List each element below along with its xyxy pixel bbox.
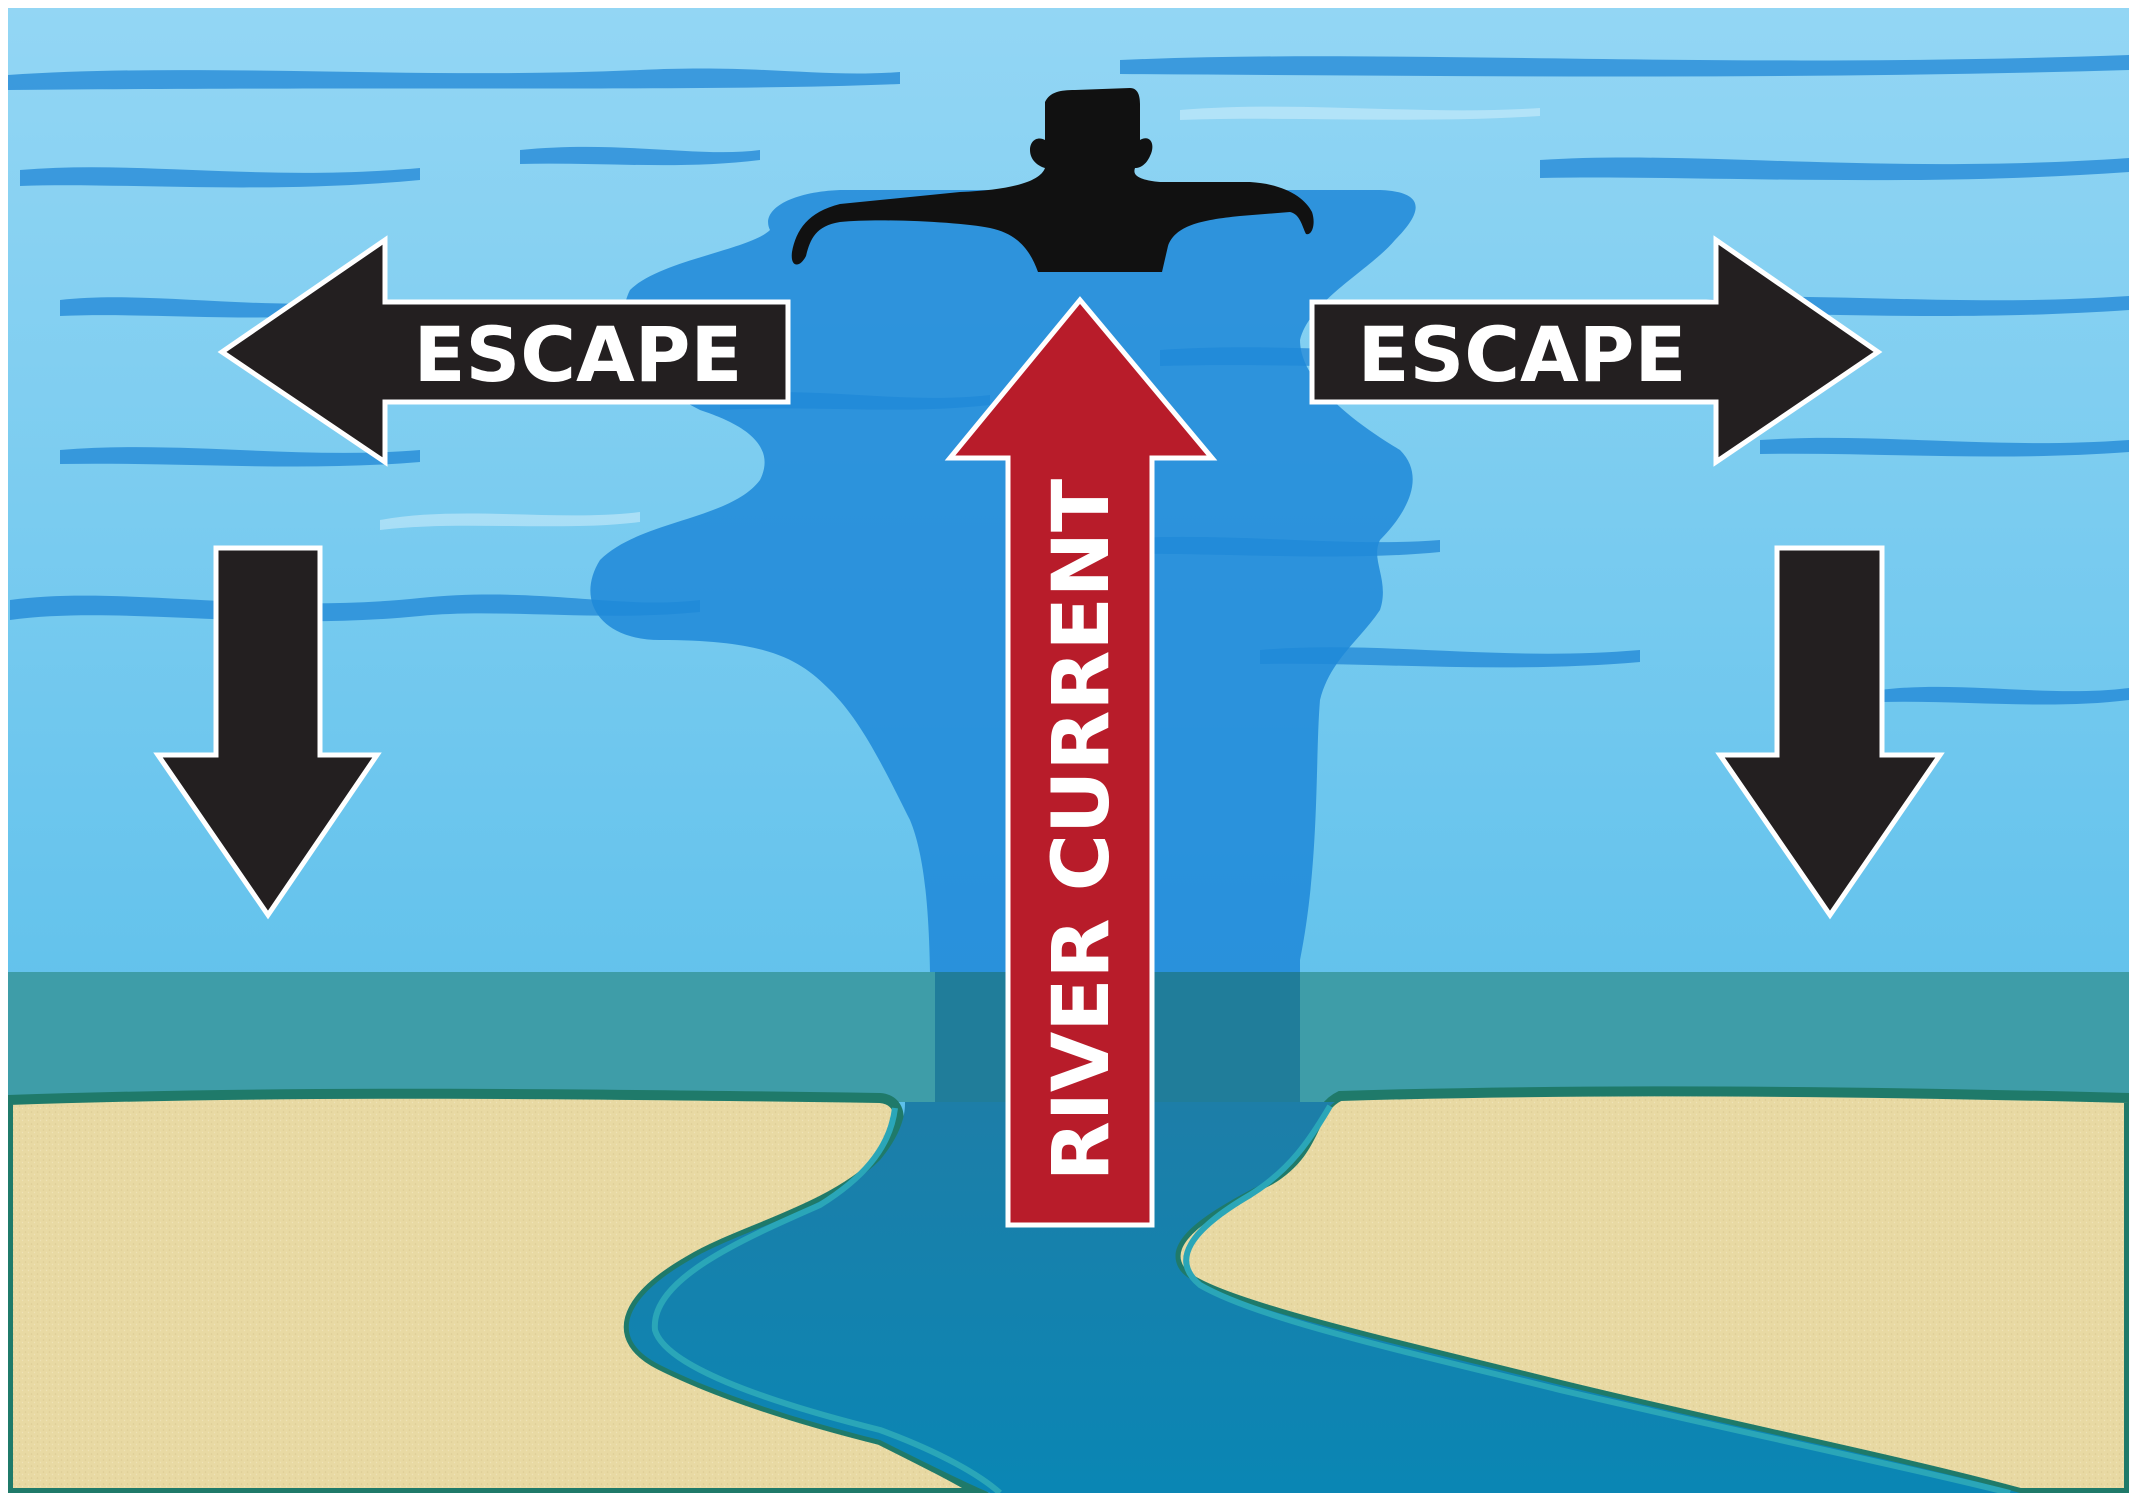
river-current-label: RIVER CURRENT <box>1037 479 1127 1181</box>
river-current-arrow: RIVER CURRENT <box>944 296 1218 1228</box>
arrow-right-icon <box>1309 235 1883 467</box>
escape-right-arrow: ESCAPE <box>1309 235 1883 467</box>
channel-edge-left <box>651 1107 1003 1496</box>
channel-edge-right <box>1183 1104 2011 1496</box>
escape-left-label: ESCAPE <box>414 310 743 399</box>
arrow-up-icon <box>944 296 1218 1228</box>
escape-left-arrow: ESCAPE <box>217 235 791 467</box>
swim-to-shore-left-arrow <box>153 545 382 920</box>
escape-right-label: ESCAPE <box>1358 310 1687 399</box>
rip-current-plume <box>590 190 1416 1120</box>
beach-right <box>1170 1086 2134 1498</box>
wave-highlights <box>380 106 1540 530</box>
swimmer-silhouette-icon <box>791 88 1314 272</box>
arrow-left-icon <box>217 235 791 467</box>
swim-to-shore-right-arrow <box>1715 545 1945 920</box>
rip-channel <box>628 1102 2020 1493</box>
